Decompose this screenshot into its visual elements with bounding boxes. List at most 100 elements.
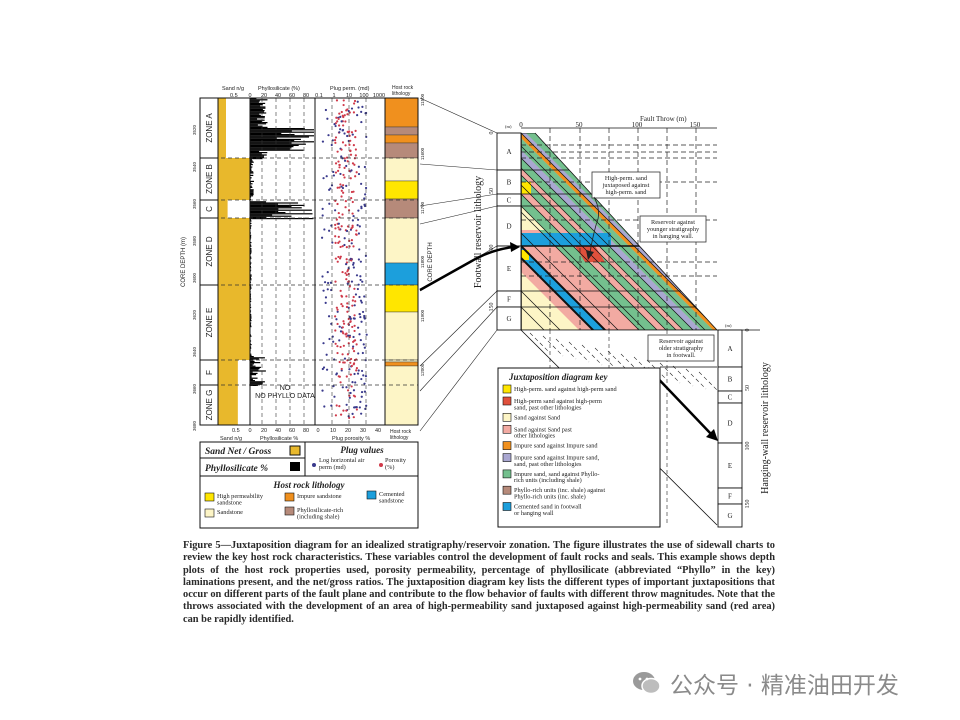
perm-point: [343, 357, 347, 360]
phyllo-bar: [250, 149, 304, 151]
porosity-point: [338, 360, 341, 364]
porosity-point: [334, 280, 337, 283]
phyllo-bar: [250, 212, 286, 214]
key-swatch: [502, 384, 512, 394]
perm-point: [349, 317, 352, 321]
annotation-line: older stratigraphy: [659, 345, 704, 352]
perm-point: [360, 320, 363, 323]
porosity-point: [353, 287, 356, 290]
porosity-point: [346, 268, 350, 272]
perm-point: [332, 340, 335, 343]
phyllo-bar: [250, 111, 265, 113]
perm-tick: 1000: [373, 93, 385, 99]
depth-axis-label: CORE DEPTH (m): [181, 237, 187, 287]
key-item-label: other lithologies: [514, 433, 556, 440]
porosity-point: [355, 369, 358, 372]
perm-point: [328, 337, 331, 341]
porosity-point: [345, 409, 348, 412]
phyllo-bar: [250, 100, 260, 102]
phyllo-bar: [250, 210, 279, 212]
phyllo-bar: [250, 101, 259, 103]
porosity-point: [355, 408, 358, 411]
perm-point: [334, 209, 337, 212]
sand-ng-legend: Sand Net / Gross: [205, 447, 272, 457]
phyllo-bar: [250, 317, 252, 319]
phyllo-bar: [250, 186, 253, 188]
phyllo-bar: [250, 177, 252, 179]
perm-point: [352, 389, 356, 392]
footwall-zone-label: E: [507, 265, 511, 273]
perm-point: [357, 352, 360, 355]
perm-point: [362, 374, 365, 377]
perm-point: [326, 288, 329, 291]
porosity-point: [342, 361, 345, 364]
porosity-point: [334, 342, 337, 345]
porosity-point: [345, 109, 348, 112]
perm-point: [364, 186, 368, 190]
depth-tick: 3640: [192, 346, 197, 357]
porosity-point: [349, 139, 352, 142]
porosity-point: [334, 141, 337, 144]
phyllo-bar: [250, 213, 313, 215]
phyllo-bar: [250, 168, 252, 170]
phyllo-bar: [250, 360, 255, 362]
perm-point: [357, 283, 360, 286]
depth-tick: 50: [745, 385, 751, 391]
depth-tick: 150: [489, 303, 495, 312]
footwall-zone-label: D: [506, 223, 511, 231]
phyllo-bar: [250, 194, 254, 196]
perm-point: [352, 261, 355, 265]
sand-swatch: [289, 445, 301, 456]
key-item-label: High-perm. sand against high-perm sand: [514, 386, 618, 393]
porosity-point: [342, 173, 345, 177]
porosity-point: [339, 255, 342, 258]
perm-point: [359, 338, 362, 342]
porosity-point: [342, 344, 345, 347]
porosity-point: [340, 195, 343, 198]
phyllo-bar: [250, 203, 279, 205]
depth-tick: 150: [745, 500, 751, 509]
porosity-point: [335, 404, 338, 407]
porosity-point: [348, 394, 351, 397]
throw-tick: 0: [519, 121, 523, 129]
perm-point: [339, 115, 342, 118]
porosity-point: [351, 224, 354, 227]
perm-point: [341, 186, 345, 190]
key-item-label: Sand against Sand: [514, 414, 561, 421]
phyllo-bar: [250, 281, 252, 283]
key-item-label: Phyllo-rich units (inc. shale): [514, 494, 586, 501]
perm-point: [339, 128, 342, 131]
porosity-point: [342, 322, 346, 325]
sand-top-tick: 0.5: [230, 93, 238, 99]
sand-bottom-tick: 0.5: [232, 428, 240, 434]
perm-point: [355, 405, 358, 409]
phyllo-bar: [250, 365, 256, 367]
porosity-point: [340, 189, 343, 192]
perm-point: [360, 301, 363, 304]
phyllo-bar: [250, 318, 252, 320]
plug-perm-legend-box: Log horizontal air perm (md): [319, 457, 364, 471]
phyllo-tick: 40: [275, 93, 281, 99]
porosity-point: [335, 218, 338, 221]
porosity-point: [337, 375, 340, 378]
right-depth-tick: 11600: [420, 147, 425, 160]
depth-tick: 0: [745, 329, 751, 332]
porosity-point: [350, 357, 353, 361]
porosity-point: [340, 148, 343, 151]
perm-point: [357, 106, 360, 109]
perm-point: [360, 412, 363, 415]
phyllosilicate-bars: [250, 98, 314, 386]
perm-point: [343, 237, 346, 240]
porosity-point: [343, 176, 346, 179]
porosity-point: [334, 414, 338, 417]
phyllo-bar: [250, 156, 265, 158]
litho-swatch: [204, 492, 215, 502]
porosity-point: [348, 285, 351, 288]
perm-point: [324, 108, 327, 112]
phyllo-bar: [250, 242, 252, 244]
porosity-point: [338, 112, 341, 115]
zone-label: C: [205, 206, 214, 212]
porosity-point: [349, 177, 352, 180]
porosity-point: [339, 345, 342, 349]
